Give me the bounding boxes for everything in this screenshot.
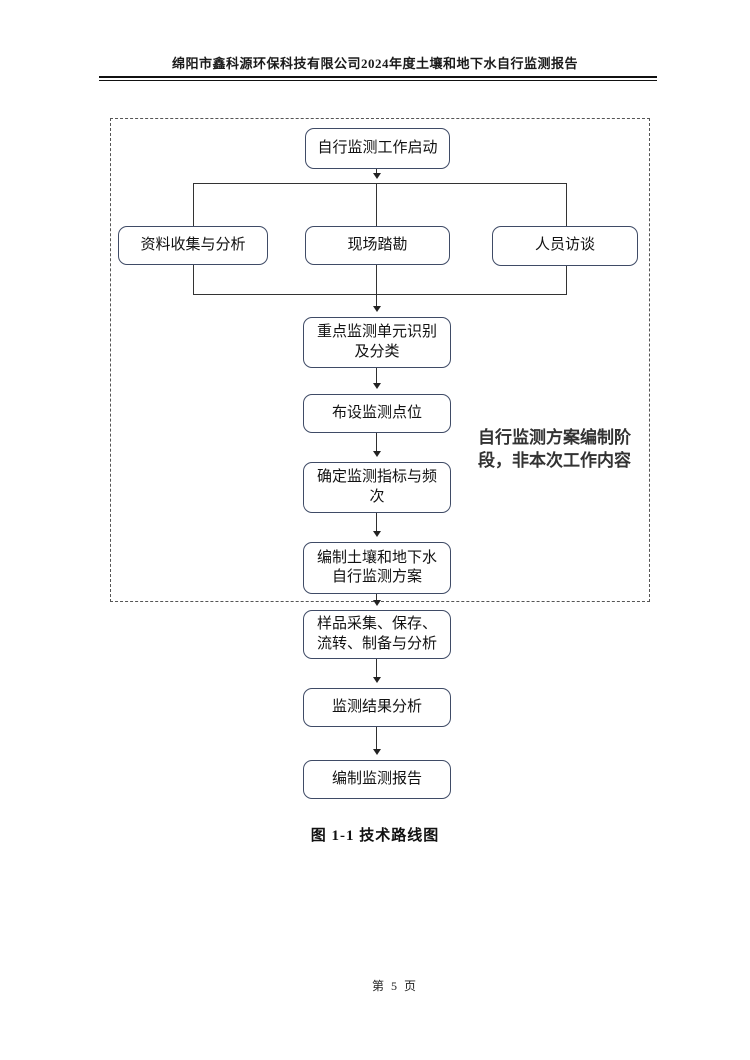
flow-node-start: 自行监测工作启动 <box>305 128 450 169</box>
arrow-analysis-to-report <box>372 727 381 755</box>
header-double-rule <box>99 76 657 81</box>
arrow-frame-to-unit-identify <box>372 293 381 312</box>
figure-caption: 图 1-1 技术路线图 <box>310 828 440 844</box>
flow-node-sampling: 样品采集、保存、 流转、制备与分析 <box>303 610 451 659</box>
arrow-sampling-to-analysis <box>372 659 381 683</box>
arrow-start-to-frame <box>372 169 381 179</box>
flow-node-interviews: 人员访谈 <box>492 226 638 266</box>
arrow-indicators-to-plan <box>372 513 381 537</box>
flow-node-data-collection: 资料收集与分析 <box>118 226 268 265</box>
arrow-unit-to-points <box>372 368 381 389</box>
flow-node-site-survey: 现场踏勘 <box>305 226 450 265</box>
flow-node-point-layout: 布设监测点位 <box>303 394 451 433</box>
header-title: 绵阳市鑫科源环保科技有限公司2024年度土壤和地下水自行监测报告 <box>171 56 578 71</box>
flow-node-result-analysis: 监测结果分析 <box>303 688 451 727</box>
phase-annotation: 自行监测方案编制阶 段，非本次工作内容 <box>478 428 631 470</box>
arrow-points-to-indicators <box>372 433 381 457</box>
flow-node-compile-plan: 编制土壤和地下水 自行监测方案 <box>303 542 451 594</box>
flow-node-unit-identify: 重点监测单元识别 及分类 <box>303 317 451 368</box>
page-number: 第 5 页 <box>371 979 418 993</box>
flow-node-indicators: 确定监测指标与频 次 <box>303 462 451 513</box>
arrow-plan-to-sampling <box>372 594 381 606</box>
flow-node-compile-report: 编制监测报告 <box>303 760 451 799</box>
